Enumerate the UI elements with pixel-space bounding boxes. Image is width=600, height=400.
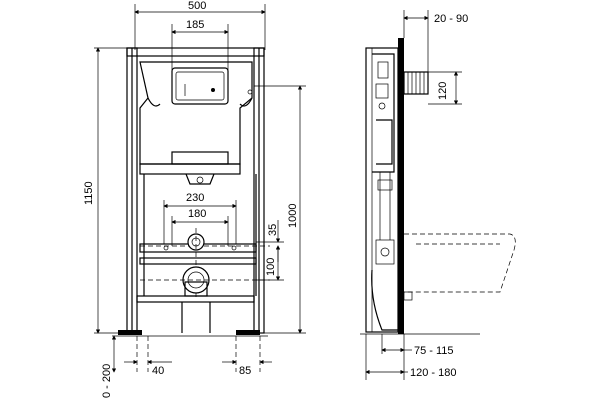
dim-outlet-offset: 35 [267, 224, 279, 236]
dim-foot-offset: 40 [152, 365, 164, 377]
dim-pipe-height: 120 [437, 82, 449, 100]
dim-depth-short: 75 - 115 [414, 345, 454, 357]
front-view: 500 185 230 [83, 0, 306, 398]
dim-foot-width: 85 [239, 365, 251, 377]
dim-button-plate-width: 185 [186, 19, 204, 31]
dim-bolt-spacing-inner: 180 [188, 208, 206, 220]
dim-foot-range: 0 - 200 [101, 364, 113, 398]
dim-depth-long: 120 - 180 [410, 367, 456, 379]
dim-inlet-height: 1000 [287, 204, 299, 228]
side-view: 20 - 90 120 75 - 115 120 - 180 [360, 10, 516, 380]
dim-bolt-spacing-outer: 230 [186, 192, 204, 204]
dim-outlet-height: 100 [265, 258, 277, 276]
dim-overall-width: 500 [188, 0, 206, 12]
dim-frame-height: 1150 [83, 181, 95, 205]
dim-wall-gap: 20 - 90 [434, 13, 468, 25]
